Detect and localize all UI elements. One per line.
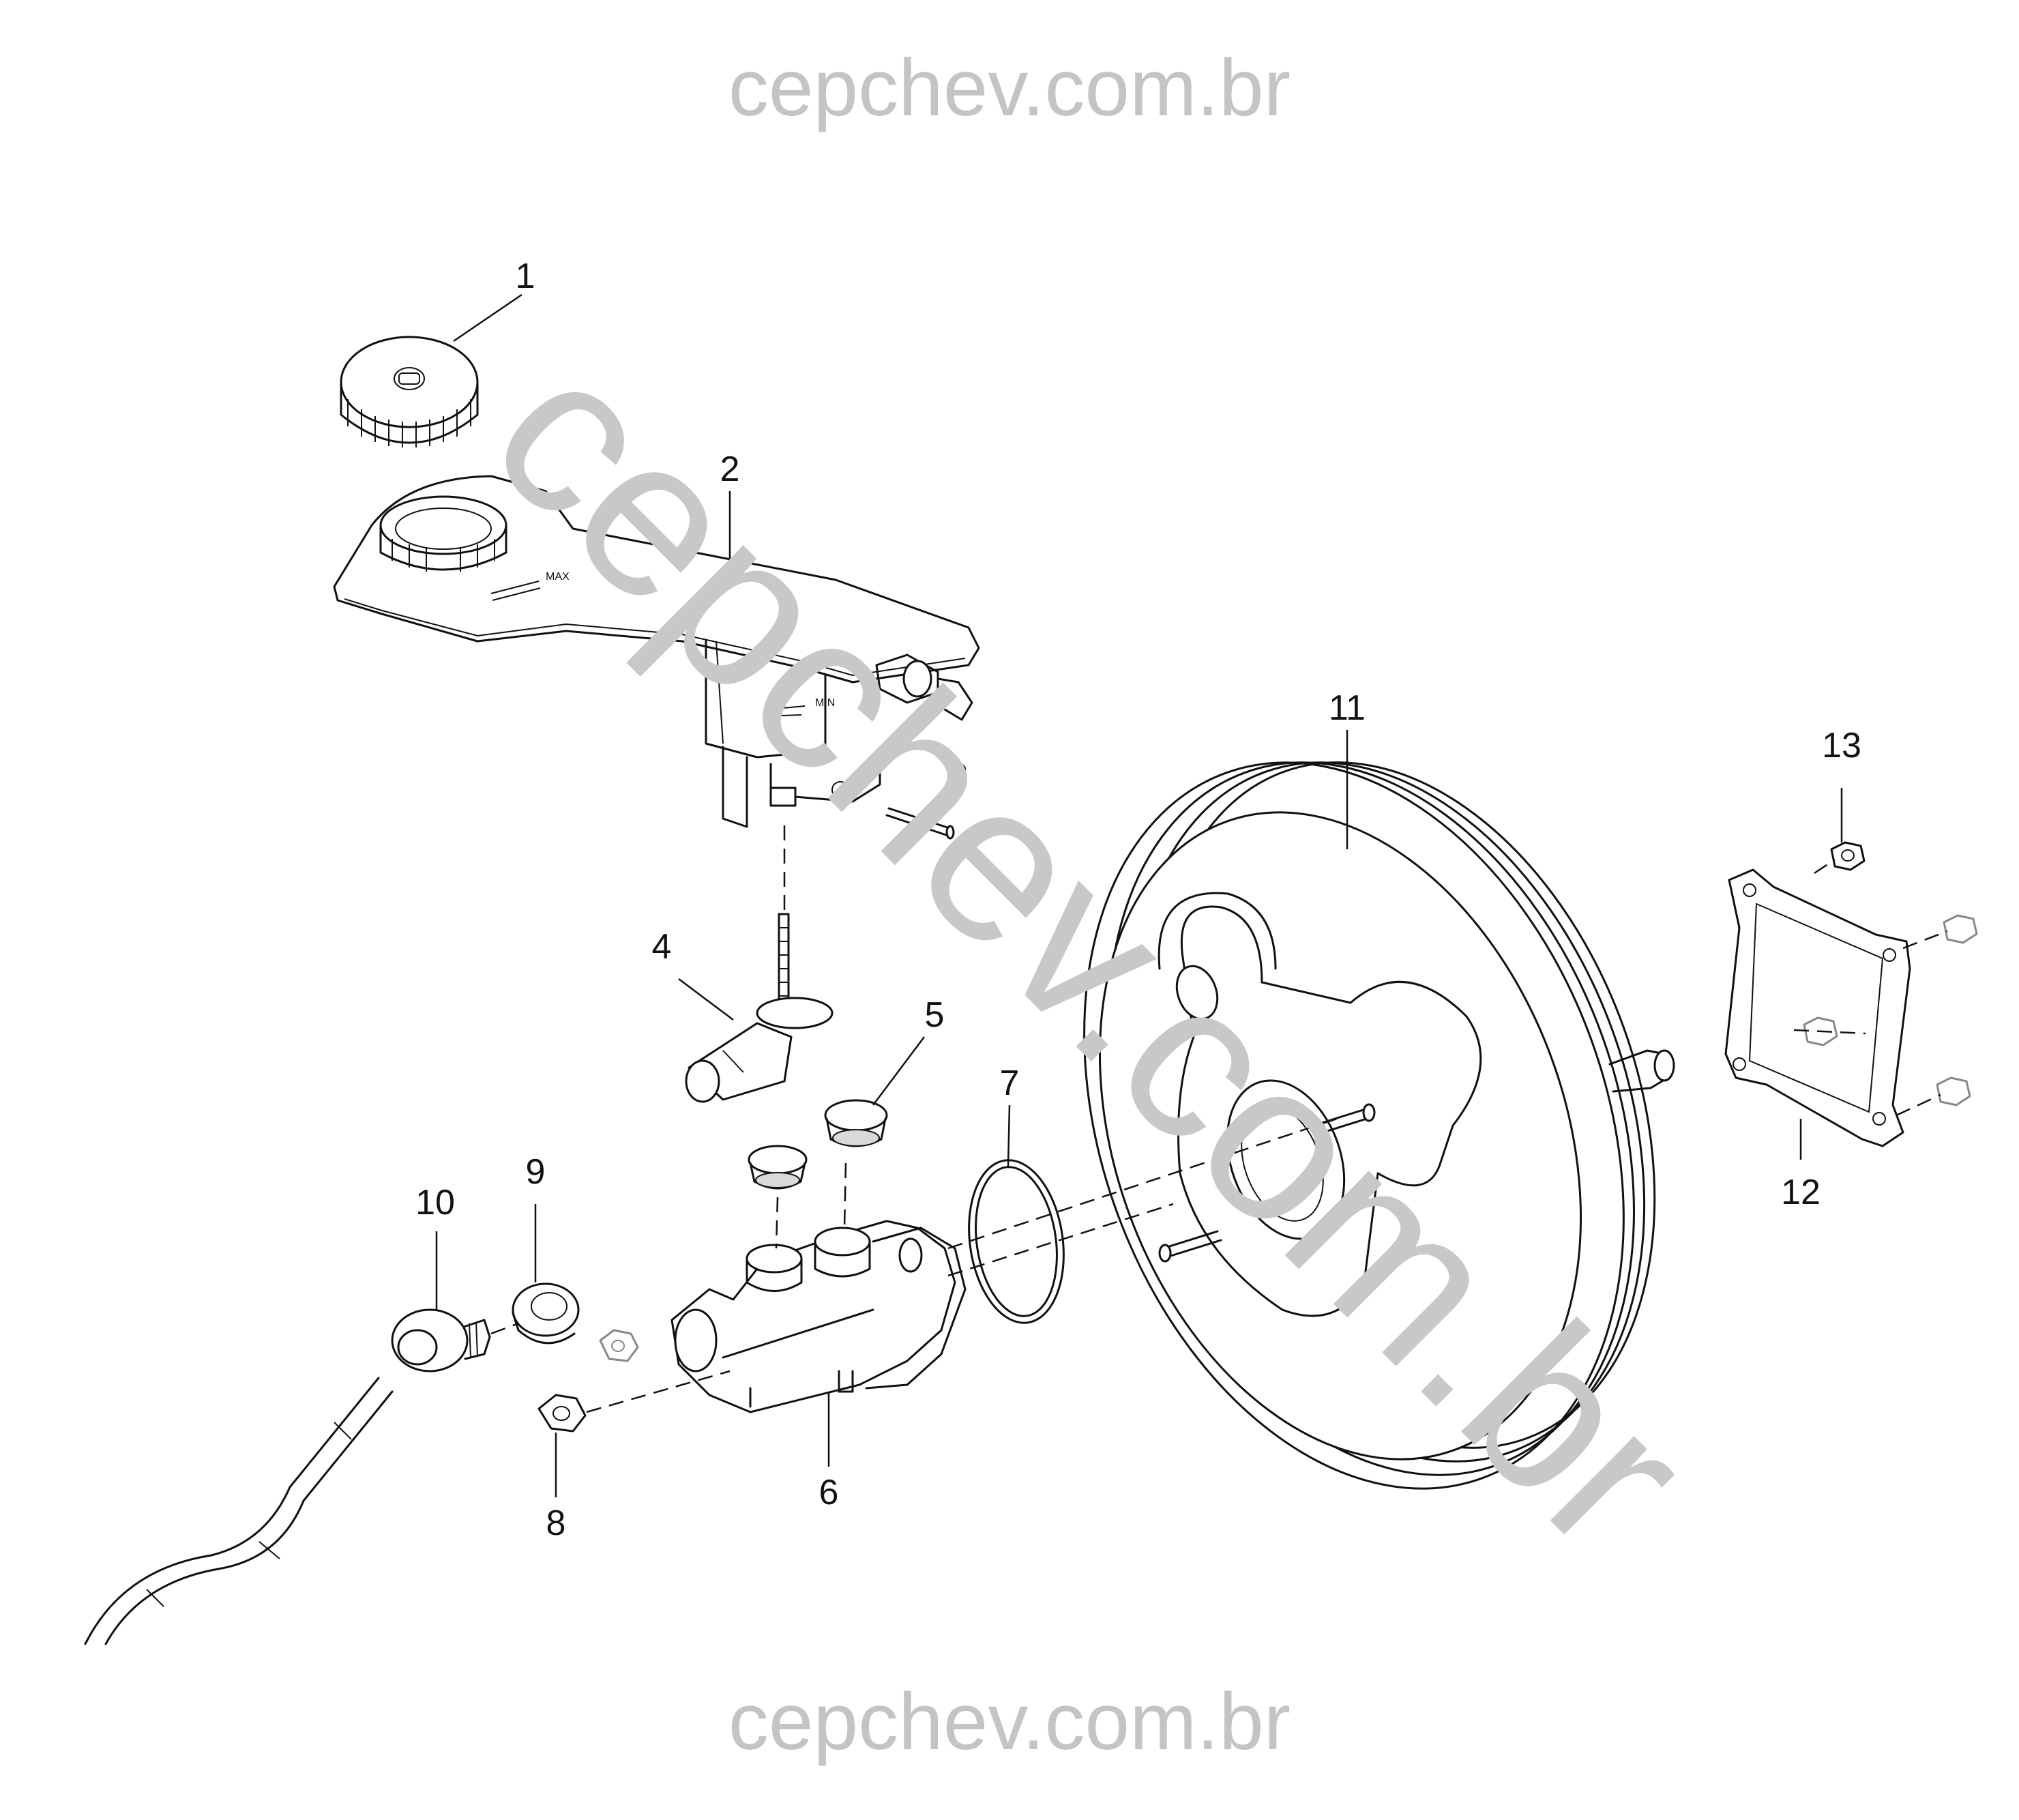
callout-5: 5 <box>925 995 945 1035</box>
callout-2: 2 <box>720 450 740 489</box>
o-ring <box>968 1159 1065 1324</box>
seal-ring <box>512 1282 580 1345</box>
reservoir-seals <box>748 1099 888 1190</box>
leader-lines <box>435 293 1843 1497</box>
master-cylinder <box>670 1220 967 1413</box>
callout-8: 8 <box>546 1503 566 1543</box>
watermark-bottom: cepchev.com.br <box>728 1677 1291 1767</box>
nut-on-cylinder <box>599 1329 639 1362</box>
callout-1: 1 <box>516 256 535 296</box>
callout-7: 7 <box>1000 1063 1020 1103</box>
callout-numbers: 1 2 3 4 5 6 7 8 9 10 11 12 13 <box>415 256 1861 1543</box>
callout-12: 12 <box>1781 1173 1821 1212</box>
callout-11: 11 <box>1329 688 1366 728</box>
callout-6: 6 <box>819 1473 839 1512</box>
retaining-pin <box>885 807 955 840</box>
callout-3: 3 <box>949 757 969 796</box>
callout-10: 10 <box>415 1183 455 1222</box>
brake-fluid-reservoir: MAX MIN <box>333 475 980 828</box>
assembly-lines <box>490 825 1948 1413</box>
watermark-top: cepchev.com.br <box>728 43 1291 133</box>
callout-13: 13 <box>1822 726 1861 765</box>
reservoir-cap <box>340 336 479 447</box>
vacuum-hose-check-valve <box>84 1308 491 1645</box>
nut-8 <box>537 1394 587 1433</box>
callout-4: 4 <box>652 927 672 967</box>
booster-gasket <box>1724 868 1911 1147</box>
fluid-level-sensor <box>685 913 834 1103</box>
reservoir-min-mark: MIN <box>815 697 835 709</box>
booster-nuts <box>1803 841 1978 1106</box>
callout-9: 9 <box>526 1152 546 1192</box>
brake-booster <box>1083 761 1675 1490</box>
reservoir-max-mark: MAX <box>546 571 570 583</box>
